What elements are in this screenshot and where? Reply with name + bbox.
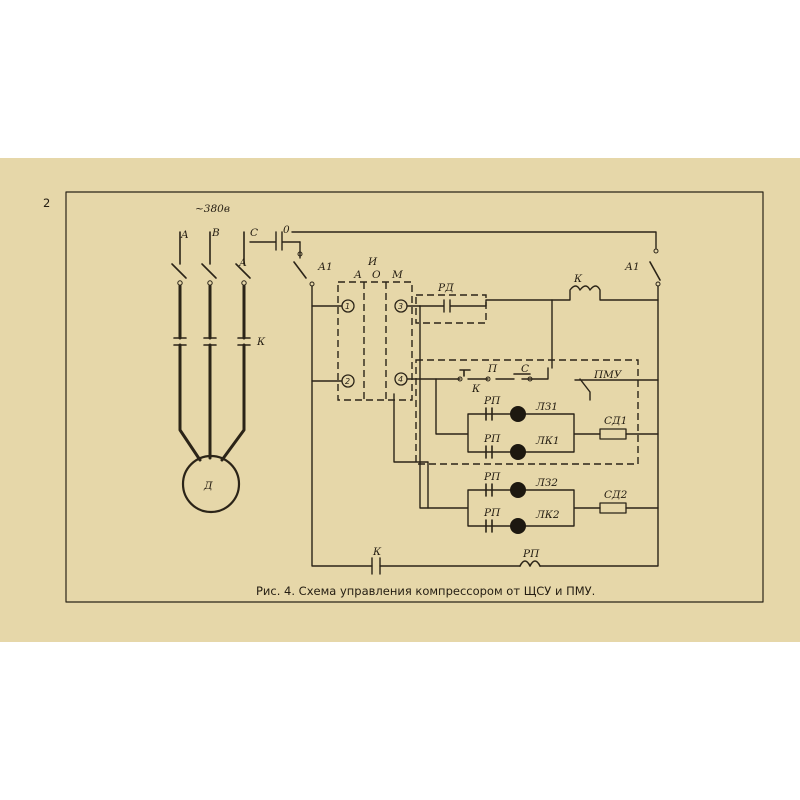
panel-mode-m: М bbox=[391, 269, 403, 281]
rp4-label: РП bbox=[483, 507, 501, 519]
main-switch-label: А bbox=[238, 257, 247, 269]
lk2-label: ЛК2 bbox=[535, 509, 560, 521]
lamp-lk2-icon bbox=[510, 518, 526, 534]
pmu-label: ПМУ bbox=[593, 369, 623, 381]
motor-label: Д bbox=[203, 480, 213, 492]
lamp-group-1 bbox=[435, 378, 659, 460]
panel-mode-a: А bbox=[353, 269, 362, 281]
lz2-label: ЛЗ2 bbox=[535, 477, 558, 489]
k-bottom-label: К bbox=[372, 546, 382, 558]
lamp-lz2-icon bbox=[510, 482, 526, 498]
phase-c-label: C bbox=[250, 227, 258, 239]
resistor-sd2 bbox=[599, 502, 627, 514]
control-panel bbox=[311, 281, 421, 401]
lamp-group-2 bbox=[393, 305, 659, 534]
lz1-label: ЛЗ1 bbox=[535, 401, 558, 413]
rp3-label: РП bbox=[483, 471, 501, 483]
pressure-relay-label: РД bbox=[437, 282, 454, 294]
motor-symbol bbox=[181, 454, 241, 514]
rp1-label: РП bbox=[483, 395, 501, 407]
phase-a-label: A bbox=[180, 229, 189, 241]
contact-s-label: С bbox=[521, 363, 529, 375]
switch-a1-right-label: А1 bbox=[624, 261, 640, 273]
pressure-relay bbox=[415, 285, 659, 369]
switch-a1-left-label: А1 bbox=[317, 261, 333, 273]
rp2-label: РП bbox=[483, 433, 501, 445]
power-circuit bbox=[171, 231, 251, 514]
terminal-1: 1 bbox=[345, 302, 350, 311]
terminal-4: 4 bbox=[398, 375, 403, 384]
terminal-3: 3 bbox=[398, 302, 403, 311]
contact-k-label: К bbox=[471, 383, 481, 395]
rp-bottom-label: РП bbox=[522, 548, 540, 560]
panel-mode-o: О bbox=[372, 269, 381, 281]
phase-b-label: B bbox=[211, 227, 220, 239]
supply-voltage: ~380в bbox=[195, 203, 230, 215]
sd1-label: СД1 bbox=[604, 415, 627, 427]
neutral-label: 0 bbox=[283, 224, 290, 236]
panel-label: И bbox=[367, 256, 378, 268]
terminal-2: 2 bbox=[345, 377, 350, 386]
diagram-frame bbox=[65, 191, 764, 603]
coil-k-label: К bbox=[573, 273, 583, 285]
sd2-label: СД2 bbox=[604, 489, 628, 501]
contactor-label: К bbox=[256, 336, 266, 348]
control-supply bbox=[249, 231, 661, 575]
page-number: 2 bbox=[43, 196, 50, 210]
lamp-lk1-icon bbox=[510, 444, 526, 460]
lamp-lz1-icon bbox=[510, 406, 526, 422]
button-p-label: П bbox=[487, 363, 498, 375]
figure-caption: Рис. 4. Схема управления компрессором от… bbox=[256, 584, 595, 598]
resistor-sd1 bbox=[599, 428, 627, 440]
lk1-label: ЛК1 bbox=[535, 435, 560, 447]
